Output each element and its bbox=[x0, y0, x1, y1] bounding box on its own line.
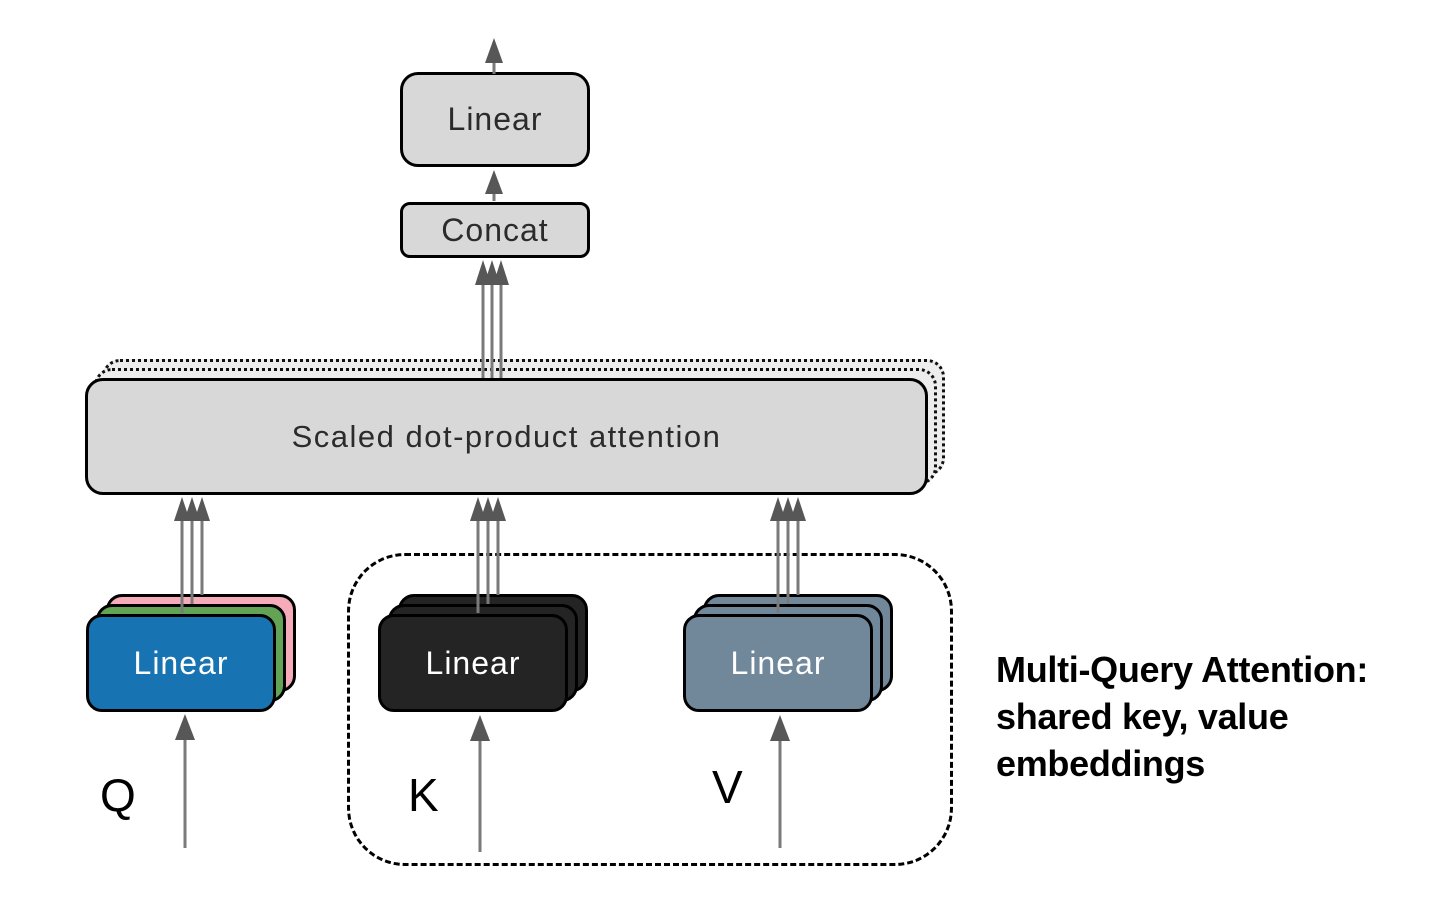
q-linear-label: Linear bbox=[133, 644, 229, 681]
concat-box: Concat bbox=[400, 202, 590, 258]
shared-kv-dashed-group bbox=[347, 553, 953, 866]
scaled-dot-product-attention-box: Scaled dot-product attention bbox=[85, 378, 928, 495]
output-linear-box: Linear bbox=[400, 72, 590, 167]
v-linear-box: Linear bbox=[683, 614, 873, 712]
v-input-label: V bbox=[712, 761, 743, 813]
caption-text: Multi-Query Attention: shared key, value… bbox=[996, 649, 1369, 784]
q-linear-box: Linear bbox=[86, 614, 276, 712]
k-linear-label: Linear bbox=[425, 644, 521, 681]
concat-label: Concat bbox=[441, 211, 549, 248]
attention-label: Scaled dot-product attention bbox=[291, 418, 722, 454]
k-input-label: K bbox=[408, 769, 439, 821]
arrow-output-up bbox=[485, 38, 503, 74]
k-linear-box: Linear bbox=[378, 614, 568, 712]
q-input-label: Q bbox=[100, 769, 136, 821]
output-linear-label: Linear bbox=[447, 101, 543, 137]
arrow-q-input bbox=[175, 714, 195, 848]
arrow-concat-to-linear bbox=[485, 170, 503, 201]
v-linear-label: Linear bbox=[730, 644, 826, 681]
